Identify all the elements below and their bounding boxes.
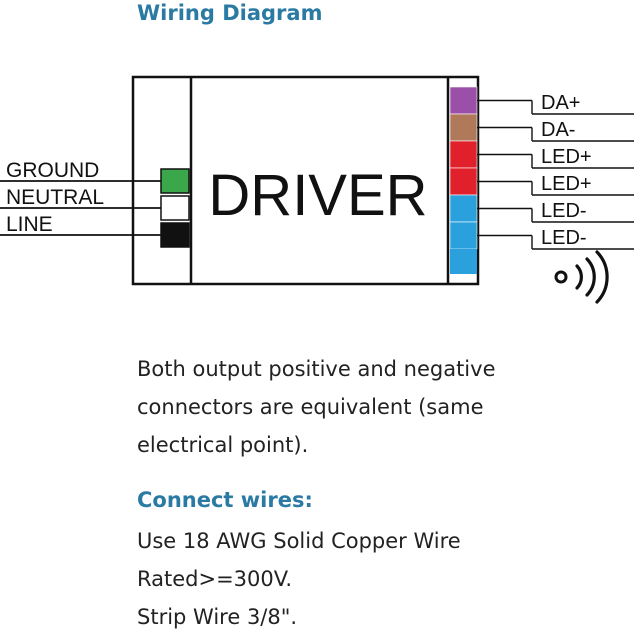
input-terminal	[160, 195, 190, 221]
output-terminals: DA+ DA- LED+ LED+ LED- LED-	[449, 86, 634, 250]
wire-instructions: Use 18 AWG Solid Copper Wire Rated>=300V…	[137, 522, 461, 636]
wiring-diagram: DRIVER GROUND NEUTRAL LINE DA+ DA- LED+ LED+ L…	[0, 75, 634, 304]
note-line: connectors are equivalent (same	[137, 395, 484, 419]
output-terminal	[449, 221, 478, 250]
output-label: DA+	[541, 92, 580, 114]
input-terminal	[160, 168, 190, 194]
output-terminal	[449, 194, 478, 223]
input-terminals: GROUND NEUTRAL LINE	[0, 159, 190, 248]
driver-label: DRIVER	[208, 163, 427, 228]
equivalence-note: Both output positive and negative connec…	[137, 350, 496, 464]
output-terminal	[449, 140, 478, 169]
wireless-signal-icon	[554, 250, 609, 304]
output-label: LED-	[541, 200, 587, 222]
page-title: Wiring Diagram	[137, 1, 323, 25]
input-terminal	[160, 222, 190, 248]
input-label: GROUND	[6, 159, 99, 182]
output-label: LED-	[541, 227, 587, 249]
note-line: electrical point).	[137, 433, 309, 457]
connect-wires-heading: Connect wires:	[137, 488, 313, 512]
note-line: Both output positive and negative	[137, 357, 496, 381]
instruction-line: Rated>=300V.	[137, 567, 293, 591]
output-terminal	[449, 113, 478, 142]
output-terminal-extra	[450, 249, 477, 274]
instruction-line: Strip Wire 3/8".	[137, 605, 298, 629]
output-terminal	[449, 167, 478, 196]
instruction-line: Use 18 AWG Solid Copper Wire	[137, 529, 461, 553]
output-label: LED+	[541, 173, 592, 195]
output-terminal	[449, 86, 478, 115]
input-label: NEUTRAL	[6, 186, 104, 209]
output-label: LED+	[541, 146, 592, 168]
output-label: DA-	[541, 119, 575, 141]
input-label: LINE	[6, 213, 53, 236]
